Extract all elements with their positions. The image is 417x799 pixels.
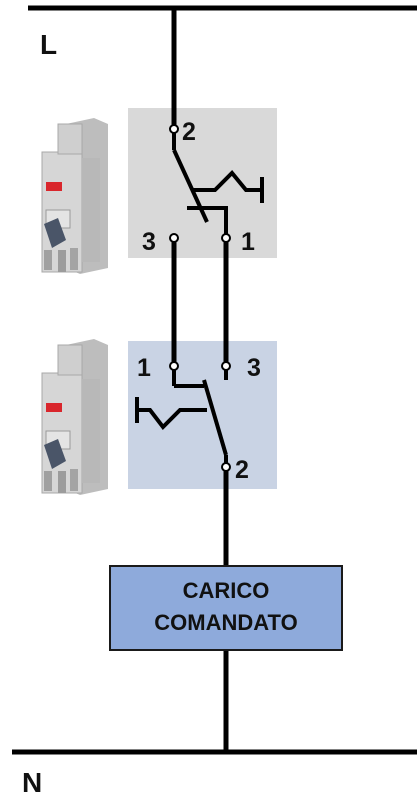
switch-top-symbol: [172, 130, 264, 236]
switch-top-terminal-1-label: 1: [241, 228, 255, 256]
terminal-bottom-3: [221, 361, 231, 371]
switch-bottom-terminal-1-label: 1: [137, 354, 151, 382]
switch-bottom-terminal-3-label: 3: [247, 354, 261, 382]
terminal-top-3: [169, 233, 179, 243]
load-label-line1: CARICO: [183, 578, 270, 603]
line-label: L: [40, 29, 57, 60]
switch-top-terminal-3-label: 3: [142, 228, 156, 256]
terminal-top-2: [169, 124, 179, 134]
load-label-line2: COMANDATO: [154, 610, 297, 635]
modular-switch-bottom-icon: [41, 339, 108, 495]
neutral-label: N: [22, 767, 42, 798]
terminal-bottom-1: [169, 361, 179, 371]
terminal-bottom-2: [221, 462, 231, 472]
modular-switch-top-icon: [41, 118, 108, 274]
load-box: [109, 565, 343, 651]
switch-top-panel: [128, 108, 277, 258]
switch-top-terminal-2-label: 2: [182, 118, 196, 146]
switch-bottom-terminal-2-label: 2: [235, 456, 249, 484]
terminal-top-1: [221, 233, 231, 243]
